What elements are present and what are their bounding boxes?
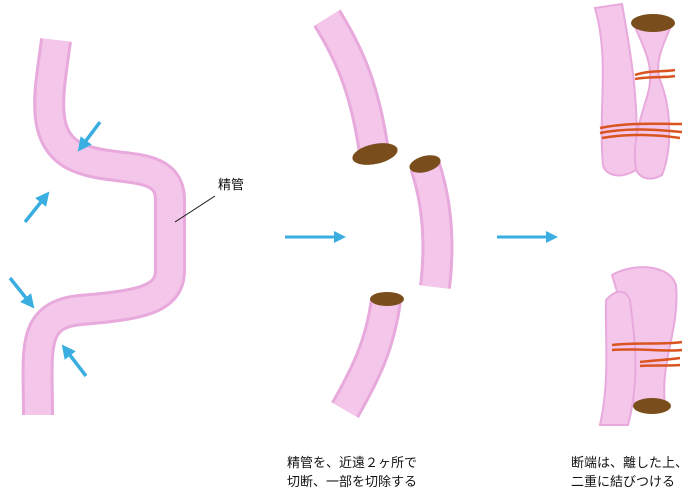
step3-caption-line2: 二重に結びつける [571, 475, 676, 490]
cut-end [370, 292, 404, 306]
cut-end [352, 143, 398, 165]
arrow-icon [61, 344, 88, 378]
cut-end [631, 14, 675, 32]
arrow-icon [77, 120, 102, 152]
label-leader-line [174, 195, 216, 223]
step3-caption-line1: 断端は、離した上、 [571, 456, 689, 471]
arrow-icon [8, 276, 35, 309]
step2-caption-line2: 切断、一部を切除する [287, 475, 418, 490]
cut-end [633, 398, 671, 414]
vas-deferens-label: 精管 [218, 178, 245, 193]
ligature-tie [599, 68, 683, 140]
cut-vas-pieces [313, 9, 454, 418]
arrow-icon [23, 191, 50, 224]
ligature-tie [611, 340, 683, 368]
step2-caption-line1: 精管を、近遠２ヶ所で [287, 456, 418, 471]
cut-end [409, 155, 441, 173]
intact-vas-deferens [21, 38, 186, 416]
tied-upper-ends [593, 2, 683, 180]
pressure-arrows [8, 120, 102, 378]
tied-lower-ends [598, 266, 683, 426]
